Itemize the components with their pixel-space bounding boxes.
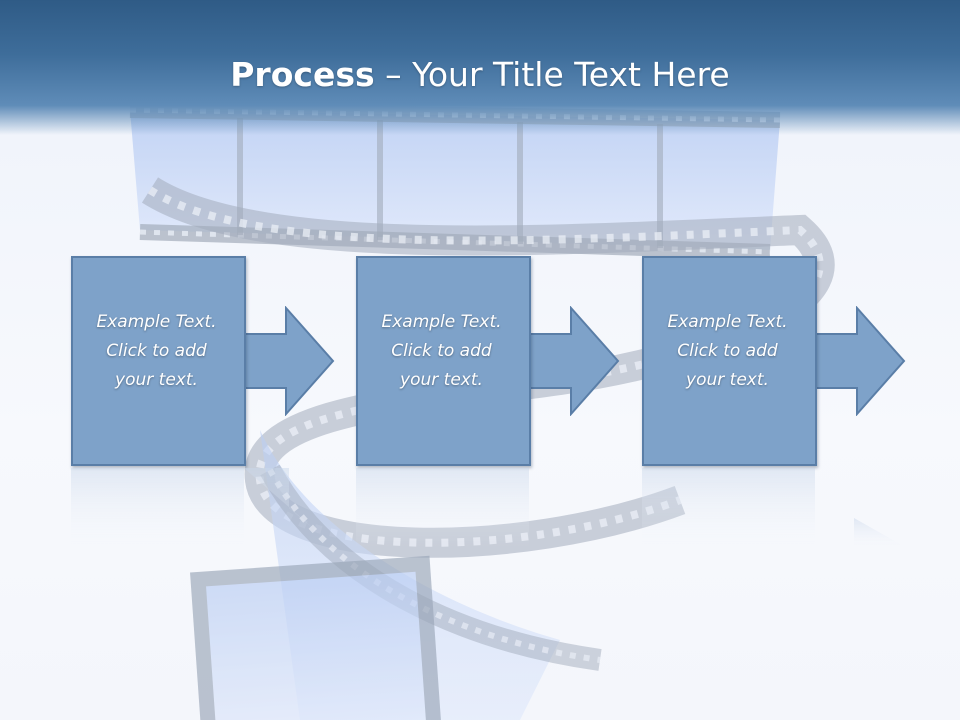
arrow-right-icon [241, 306, 335, 416]
title-bar [0, 0, 960, 135]
slide-title[interactable]: Process – Your Title Text Here [0, 52, 960, 98]
step-reflection [71, 468, 336, 548]
step-text-line-2: Click to add [391, 341, 492, 361]
step-text[interactable]: Example Text. Click to add your text. [356, 308, 527, 395]
step-box[interactable] [356, 256, 531, 466]
step-text-line-1: Example Text. [667, 312, 788, 332]
arrow-right-icon [526, 306, 620, 416]
step-text-line-3: your text. [400, 370, 483, 390]
arrow-right-icon [812, 306, 906, 416]
process-step-1[interactable]: Example Text. Click to add your text. [71, 256, 335, 466]
step-reflection [642, 468, 907, 548]
step-text[interactable]: Example Text. Click to add your text. [642, 308, 813, 395]
step-text-line-2: Click to add [106, 341, 207, 361]
step-text-line-1: Example Text. [96, 312, 217, 332]
title-bold: Process [230, 55, 375, 94]
step-reflection [356, 468, 529, 548]
process-step-2[interactable]: Example Text. Click to add your text. [356, 256, 620, 466]
step-box[interactable] [71, 256, 246, 466]
step-text[interactable]: Example Text. Click to add your text. [71, 308, 242, 395]
step-text-line-2: Click to add [677, 341, 778, 361]
step-text-line-3: your text. [115, 370, 198, 390]
step-text-line-3: your text. [686, 370, 769, 390]
title-rest: – Your Title Text Here [374, 55, 730, 94]
process-step-3[interactable]: Example Text. Click to add your text. [642, 256, 906, 466]
step-box[interactable] [642, 256, 817, 466]
step-text-line-1: Example Text. [381, 312, 502, 332]
